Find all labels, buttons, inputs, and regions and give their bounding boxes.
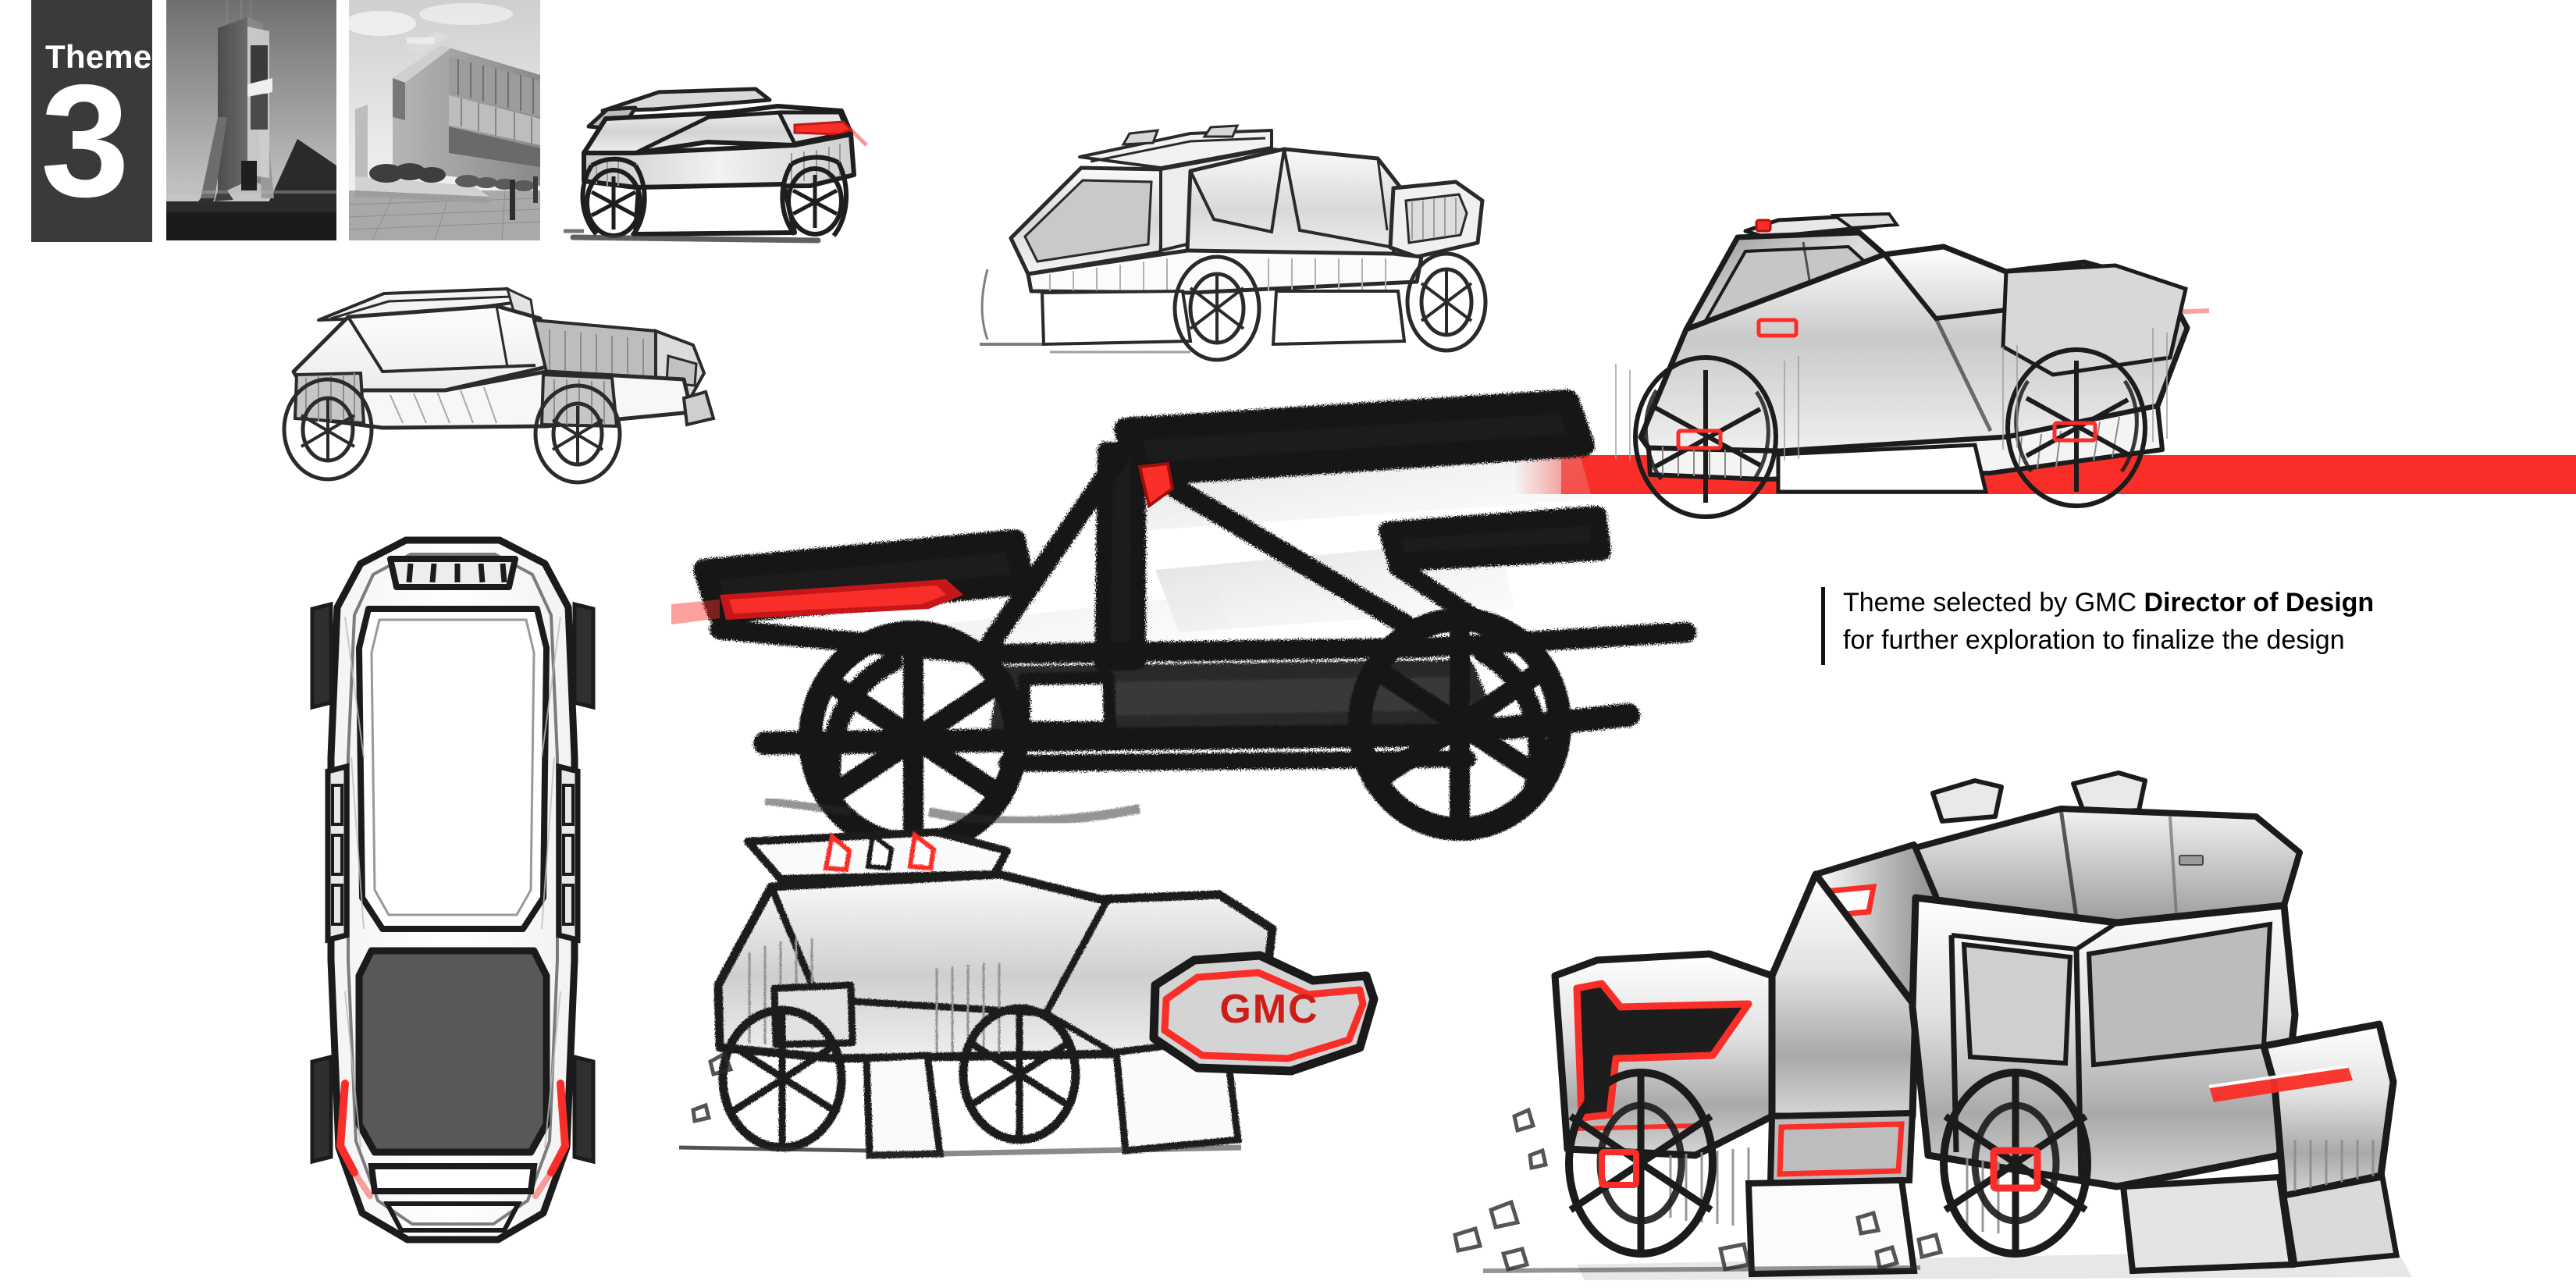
- sketch-top-plan: [289, 523, 617, 1257]
- sketch-side-top-left: [560, 78, 951, 281]
- brutalist-tower-photo: [166, 0, 336, 240]
- sketch-rear-gmc: GMC: [678, 804, 1429, 1194]
- sketch-rear-three-quarter: [956, 113, 1503, 371]
- annotation-text: Theme selected by GMC Director of Design…: [1843, 584, 2483, 660]
- annotation-rule: [1821, 587, 1825, 665]
- sketch-rear-three-quarter-render: [1569, 180, 2357, 519]
- sketch-front-three-quarter-line: [250, 273, 718, 492]
- gmc-badge: GMC: [1219, 987, 1318, 1032]
- theme-number: 3: [41, 52, 130, 230]
- theme-panel: Theme 3: [31, 0, 152, 242]
- brutalist-building-photo: [349, 0, 540, 240]
- annotation-line1-bold: Director of Design: [2144, 588, 2375, 617]
- sketch-hero-charcoal: [671, 375, 1733, 856]
- annotation-line1-prefix: Theme selected by GMC: [1843, 588, 2144, 617]
- annotation-line2: for further exploration to finalize the …: [1843, 625, 2345, 656]
- theme-label: Theme: [45, 38, 152, 75]
- sketch-front-hero-render: [1436, 749, 2435, 1280]
